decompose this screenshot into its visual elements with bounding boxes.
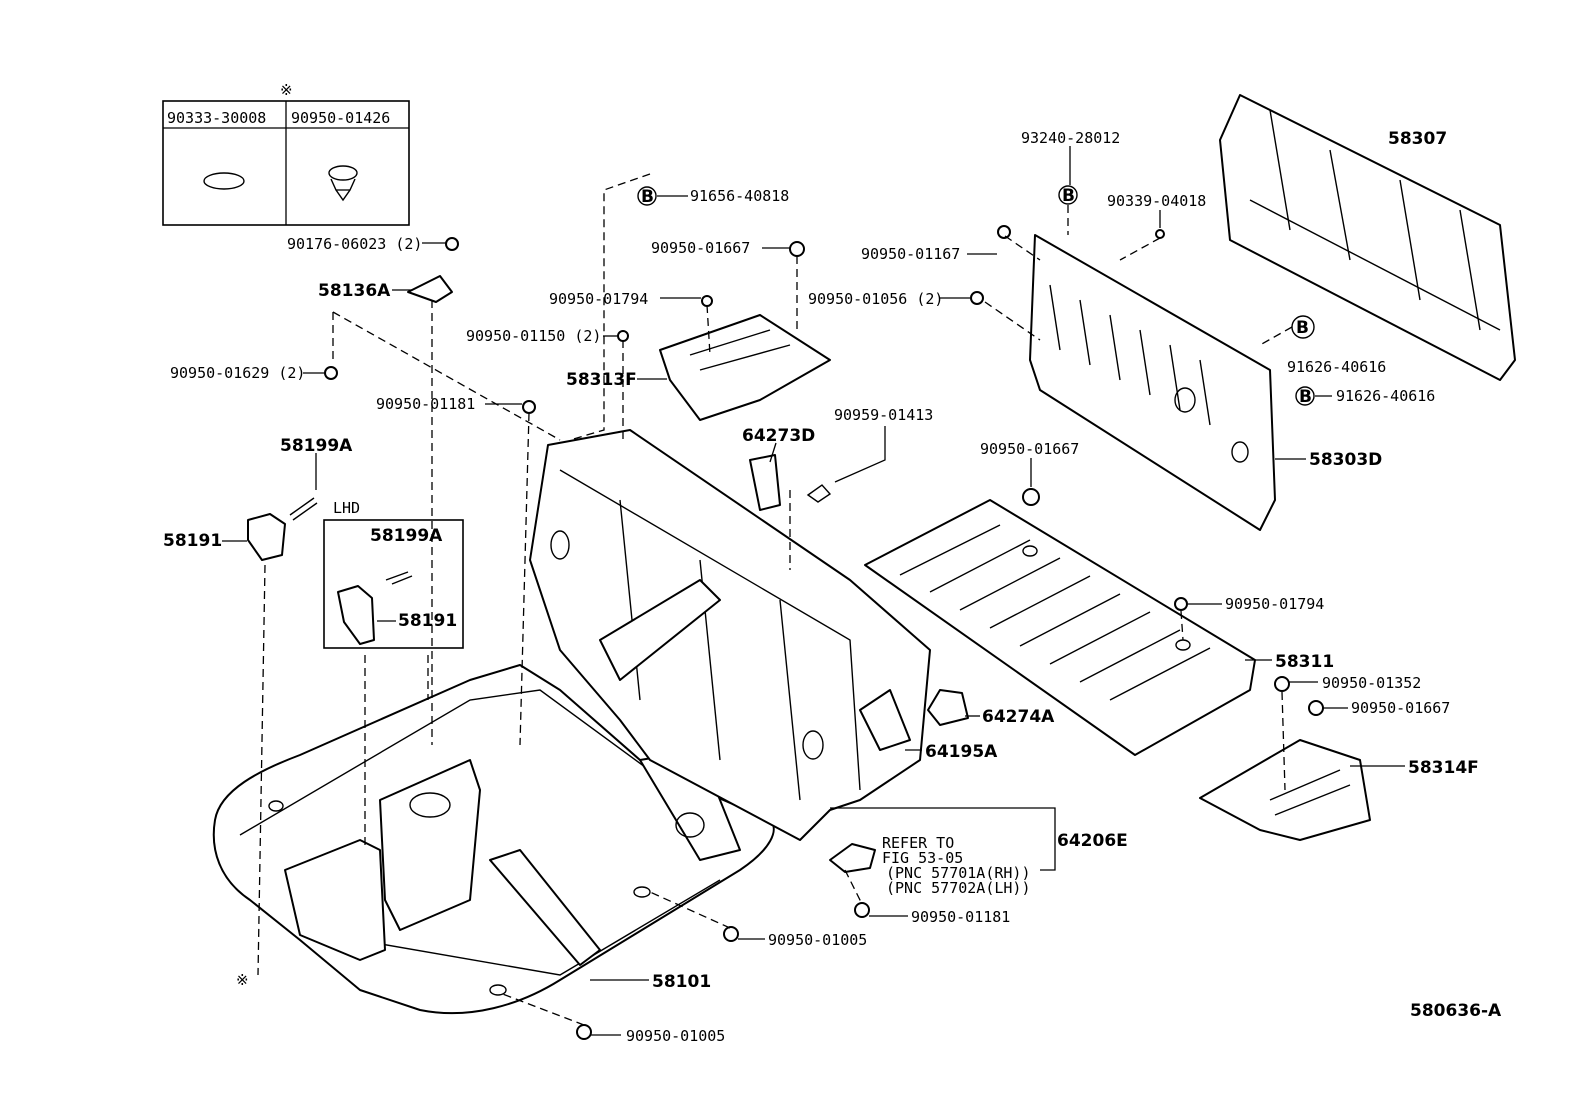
washer-icon — [203, 172, 245, 190]
label-58307: 58307 — [1388, 129, 1447, 149]
svg-text:B: B — [1062, 186, 1075, 206]
b-marker-3: B — [1291, 315, 1315, 339]
label-90339-04018: 90339-04018 — [1107, 192, 1206, 210]
legend-col1-part: 90333-30008 — [167, 109, 266, 127]
label-90950-01667-b: 90950-01667 — [980, 440, 1079, 458]
bolt-58199a-icon — [289, 497, 318, 521]
label-58101: 58101 — [652, 972, 711, 992]
b-marker-1: B — [637, 186, 657, 207]
label-90950-01150: 90950-01150 (2) — [466, 327, 601, 345]
mount-64274a-icon — [927, 689, 969, 726]
rear-panel-58307 — [1219, 94, 1516, 381]
label-58313f: 58313F — [566, 370, 637, 390]
refer-line-4: (PNC 57702A(LH)) — [886, 879, 1031, 897]
legend-col2-part: 90950-01426 — [291, 109, 390, 127]
svg-text:B: B — [1296, 318, 1309, 338]
label-91626-40616-b: 91626-40616 — [1336, 387, 1435, 405]
cover-58313f — [659, 314, 831, 421]
diagram-id: 580636-A — [1410, 1001, 1502, 1021]
label-90950-01629: 90950-01629 (2) — [170, 364, 305, 382]
label-64195a: 64195A — [925, 742, 998, 762]
label-90950-01794-a: 90950-01794 — [549, 290, 648, 308]
leader-lines — [222, 146, 1405, 1036]
label-90950-01794-b: 90950-01794 — [1225, 595, 1324, 613]
b-marker-4: B — [1295, 386, 1315, 407]
refer-note: REFER TO FIG 53-05 (PNC 57701A(RH)) (PNC… — [882, 834, 1031, 897]
clip-icon — [328, 165, 358, 202]
refer-bracket-icon — [829, 843, 876, 873]
label-58303d: 58303D — [1309, 450, 1382, 470]
lhd-box: LHD 58199A 58191 — [323, 499, 464, 649]
label-90950-01667-c: 90950-01667 — [1351, 699, 1450, 717]
label-91656-40818: 91656-40818 — [690, 187, 789, 205]
rear-panel-58303d — [1029, 234, 1276, 531]
label-90950-01352: 90950-01352 — [1322, 674, 1421, 692]
center-panel-64206e — [529, 429, 931, 841]
label-58199a: 58199A — [280, 436, 353, 456]
label-90176-06023: 90176-06023 (2) — [287, 235, 422, 253]
label-90950-01056: 90950-01056 (2) — [808, 290, 943, 308]
label-64273d: 64273D — [742, 426, 815, 446]
lhd-bolt-icon — [385, 571, 413, 585]
svg-text:B: B — [1299, 387, 1312, 407]
clip-90959-icon — [806, 484, 832, 503]
label-90950-01181-b: 90950-01181 — [911, 908, 1010, 926]
dashed-guides — [257, 173, 1293, 1026]
refer-line-3: (PNC 57701A(RH)) — [886, 864, 1031, 882]
legend-marker: ※ — [280, 81, 293, 99]
lhd-part-b: 58191 — [398, 611, 457, 631]
label-64274a: 64274A — [982, 707, 1055, 727]
label-93240-28012: 93240-28012 — [1021, 129, 1120, 147]
label-90950-01181-a: 90950-01181 — [376, 395, 475, 413]
refer-line-1: REFER TO — [882, 834, 954, 852]
label-64206e: 64206E — [1057, 831, 1128, 851]
label-58136a: 58136A — [318, 281, 391, 301]
label-58311: 58311 — [1275, 652, 1334, 672]
b-marker-2: B — [1058, 185, 1078, 206]
label-90950-01005-b: 90950-01005 — [626, 1027, 725, 1045]
refer-line-2: FIG 53-05 — [882, 849, 963, 867]
label-90950-01005-a: 90950-01005 — [768, 931, 867, 949]
lhd-title: LHD — [333, 499, 360, 517]
label-marker-bottom: ※ — [236, 971, 249, 989]
block-58191-icon — [247, 513, 286, 561]
bracket-58136a-icon — [407, 275, 453, 303]
lhd-bracket-icon — [337, 585, 375, 645]
label-58191: 58191 — [163, 531, 222, 551]
bracket-64273d-icon — [749, 454, 781, 511]
svg-text:B: B — [641, 187, 654, 207]
label-58314f: 58314F — [1408, 758, 1479, 778]
label-91626-40616-a: 91626-40616 — [1287, 358, 1386, 376]
label-90950-01667-a: 90950-01667 — [651, 239, 750, 257]
label-90959-01413: 90959-01413 — [834, 406, 933, 424]
legend-box: ※ 90333-30008 90950-01426 — [162, 81, 410, 226]
floor-pan-58101 — [212, 664, 775, 1015]
floor-tray-58311 — [864, 499, 1256, 756]
lhd-part-a: 58199A — [370, 526, 443, 546]
label-90950-01167: 90950-01167 — [861, 245, 960, 263]
